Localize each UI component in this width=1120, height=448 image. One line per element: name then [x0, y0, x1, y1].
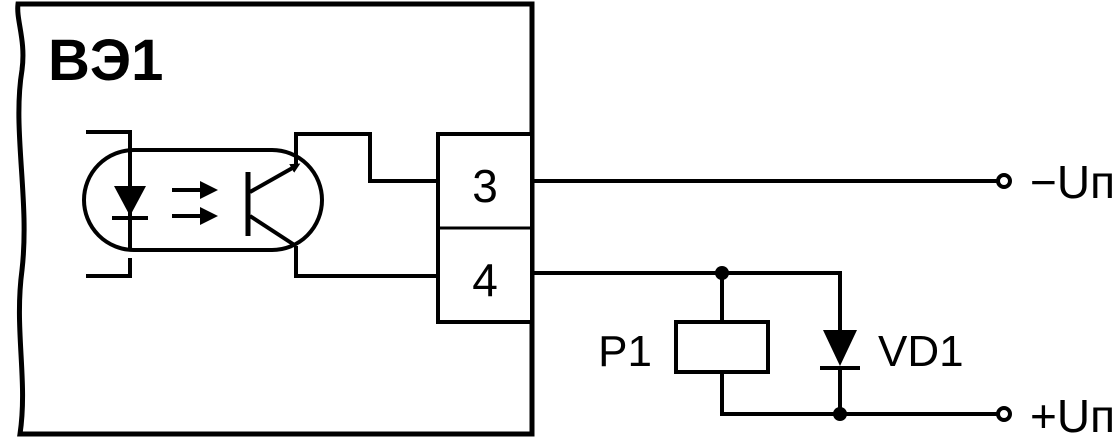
junction-dot-bottom — [833, 407, 847, 421]
light-arrows-icon — [172, 181, 218, 225]
junction-dot-top — [715, 266, 729, 280]
relay-coil-icon — [674, 320, 770, 374]
terminal-4-label: 4 — [472, 254, 498, 306]
wire-terminal-4-bus — [532, 271, 842, 330]
supply-negative-label: −Uп — [1030, 156, 1115, 208]
optocoupler-bracket-top — [86, 130, 132, 150]
supply-positive-label: +Uп — [1030, 390, 1115, 442]
diode-label: VD1 — [878, 327, 964, 376]
terminal-3-label: 3 — [472, 160, 498, 212]
supply-terminal-positive — [996, 406, 1012, 422]
optocoupler-bracket-bottom — [86, 258, 132, 278]
supply-terminal-negative — [996, 173, 1012, 189]
wire-relay-bottom — [720, 372, 998, 416]
module-label: ВЭ1 — [48, 28, 163, 93]
diode-icon — [820, 330, 860, 370]
led-symbol — [112, 150, 148, 250]
relay-label: P1 — [598, 327, 652, 376]
phototransistor-symbol — [245, 163, 301, 248]
wire-collector-to-terminal-4 — [294, 246, 438, 278]
optocoupler-body — [82, 148, 324, 252]
wire-emitter-to-terminal-3 — [294, 132, 438, 183]
module-outline — [15, 1, 535, 437]
